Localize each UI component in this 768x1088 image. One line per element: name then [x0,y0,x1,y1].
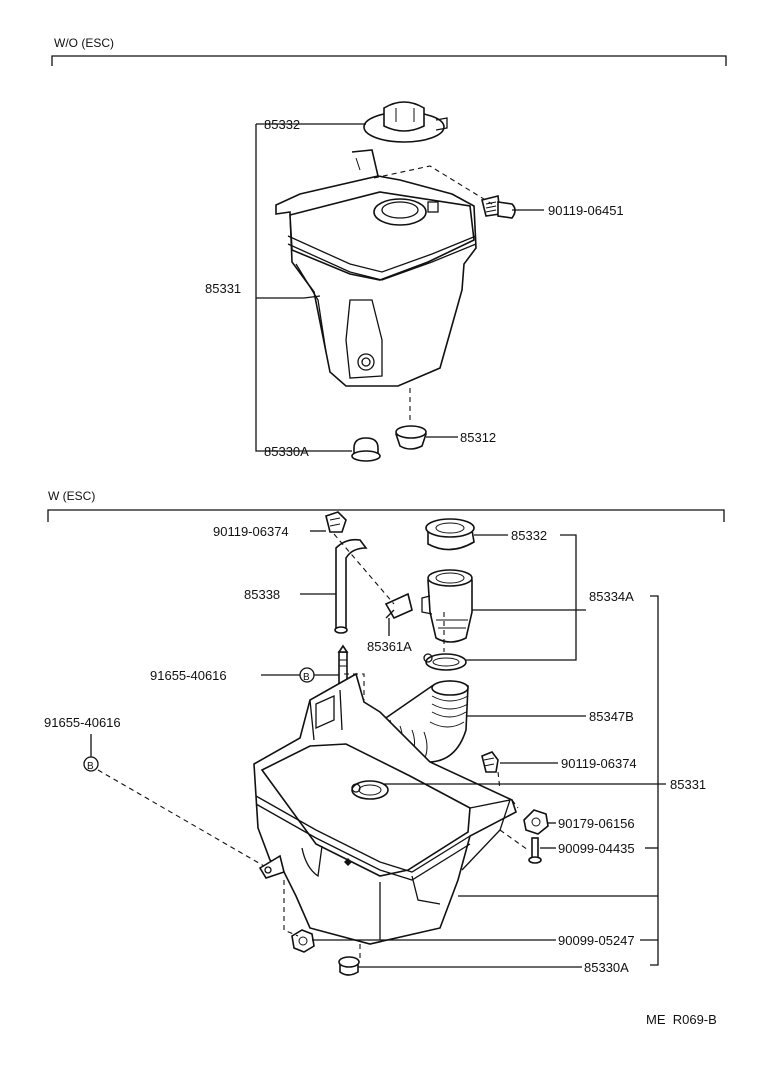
grommet-top-right [395,425,427,450]
bolt-bottom-right [481,751,499,773]
dash-pin [344,673,365,700]
label-top-tank: 85331 [205,281,241,296]
callout-b-pin: B [299,667,315,683]
dash-bolt [373,165,493,205]
label-inlet-hose: 85347B [589,709,634,724]
breather-hose [334,538,368,634]
stud-bolt [528,837,542,864]
flange-nut [523,809,549,835]
label-bracket: 85361A [367,639,412,654]
label-nut: 90179-06156 [558,816,635,831]
section-label-with-esc: W (ESC) [48,489,95,503]
dash-nut [511,799,519,809]
filler-inlet [421,569,473,643]
dash-bolt-bracket [333,533,395,605]
label-bolt-right: 90119-06374 [561,756,637,771]
bolt-bottom-lower [291,929,315,953]
bolt-bottom-top [325,511,347,533]
callout-b-left: B [83,756,99,772]
hose-clamp-lower [351,780,389,800]
section-without-esc: W/O (ESC) [51,36,727,462]
label-cap-bottom: 85332 [511,528,547,543]
section-label-without-esc: W/O (ESC) [54,36,114,50]
label-top-grommet-left: 85330A [264,444,309,459]
section-bracket-top [51,55,727,66]
diagram-code: ME R069-B [646,1012,717,1027]
bolt-top-right [481,195,516,219]
label-bolt-lower: 90099-05247 [558,933,635,948]
reservoir-tank-bottom [253,672,517,945]
dash-bolt-lower [283,880,299,937]
grommet-bottom [338,956,360,976]
callout-b-left-letter: B [87,761,94,772]
label-stud: 90099-04435 [558,841,635,856]
hose-clamp-upper [423,653,467,671]
label-inlet-assy: 85334A [589,589,634,604]
reservoir-tank-top [275,149,477,387]
label-hose: 85338 [244,587,280,602]
label-bolt-top: 90119-06374 [213,524,289,539]
section-bracket-bottom [47,509,725,522]
label-pin-callout: 91655-40616 [44,715,121,730]
dash-stud [499,829,529,851]
callout-b-pin-letter: B [303,672,310,683]
hose-bracket [384,592,413,620]
leader-right-bracket [650,595,659,966]
label-grommet-bottom: 85330A [584,960,629,975]
leader-top-bracket [255,124,320,452]
reservoir-cap [363,101,448,143]
grommet-top-left [351,437,381,462]
filler-cap [425,518,475,551]
label-top-cap: 85332 [264,117,300,132]
label-top-grommet-right: 85312 [460,430,496,445]
section-with-esc: W (ESC) [44,489,725,976]
label-pin: 91655-40616 [150,668,227,683]
dash-callout-b [97,769,265,867]
dash-bolt-right [497,771,501,791]
leader-cap-bracket [466,534,577,661]
leader-top-tank [256,295,321,299]
label-tank-bottom: 85331 [670,777,706,792]
label-top-bolt: 90119-06451 [548,203,624,218]
